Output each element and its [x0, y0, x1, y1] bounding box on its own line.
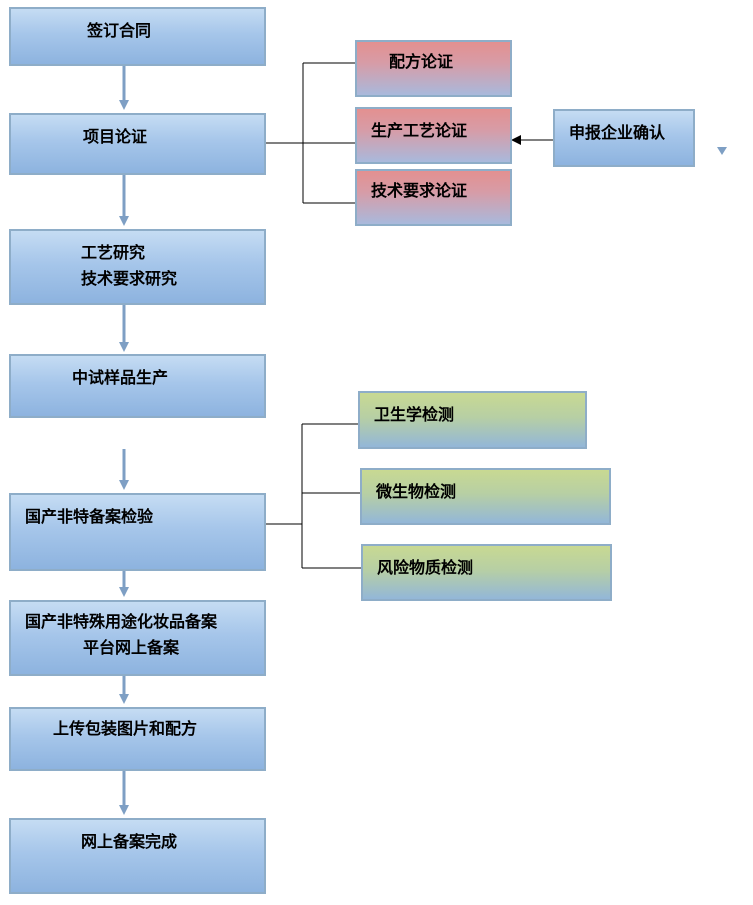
stray-arrow-icon	[717, 147, 727, 155]
risk-substance-test-box: 风险物质检测	[361, 544, 612, 601]
upload-packaging-box: 上传包装图片和配方	[9, 707, 266, 771]
risk-substance-test-label: 风险物质检测	[377, 558, 474, 577]
pilot-sample-label: 中试样品生产	[72, 368, 169, 387]
formula-demonstration-box: 配方论证	[355, 40, 512, 97]
filing-complete-box: 网上备案完成	[9, 818, 266, 894]
production-process-label: 生产工艺论证	[371, 121, 468, 140]
process-research-box: 工艺研究 技术要求研究	[9, 229, 266, 305]
platform-filing-label-1: 国产非特殊用途化妆品备案	[25, 612, 218, 631]
platform-filing-label-2: 平台网上备案	[83, 638, 180, 657]
pilot-sample-box: 中试样品生产	[9, 354, 266, 418]
domestic-inspection-box: 国产非特备案检验	[9, 493, 266, 571]
inspection-bracket	[266, 423, 361, 569]
technical-requirements-box: 技术要求论证	[355, 169, 512, 226]
production-process-box: 生产工艺论证	[355, 107, 512, 164]
domestic-inspection-label: 国产非特备案检验	[25, 507, 154, 526]
enterprise-confirm-label: 申报企业确认	[569, 123, 666, 142]
filing-complete-label: 网上备案完成	[81, 832, 178, 851]
formula-demonstration-label: 配方论证	[389, 52, 454, 71]
project-demonstration-label: 项目论证	[83, 127, 148, 146]
microbial-test-box: 微生物检测	[360, 468, 611, 525]
demonstration-bracket	[266, 62, 355, 204]
hygiene-test-box: 卫生学检测	[358, 391, 587, 449]
hygiene-test-label: 卫生学检测	[374, 405, 455, 424]
process-research-label-2: 技术要求研究	[81, 269, 178, 288]
sign-contract-box: 签订合同	[9, 7, 266, 66]
microbial-test-label: 微生物检测	[376, 482, 457, 501]
platform-filing-box: 国产非特殊用途化妆品备案 平台网上备案	[9, 600, 266, 676]
process-research-label-1: 工艺研究	[81, 243, 146, 262]
upload-packaging-label: 上传包装图片和配方	[53, 719, 198, 738]
enterprise-confirm-box: 申报企业确认	[553, 109, 695, 167]
project-demonstration-box: 项目论证	[9, 113, 266, 175]
technical-requirements-label: 技术要求论证	[371, 181, 468, 200]
sign-contract-label: 签订合同	[87, 21, 152, 40]
